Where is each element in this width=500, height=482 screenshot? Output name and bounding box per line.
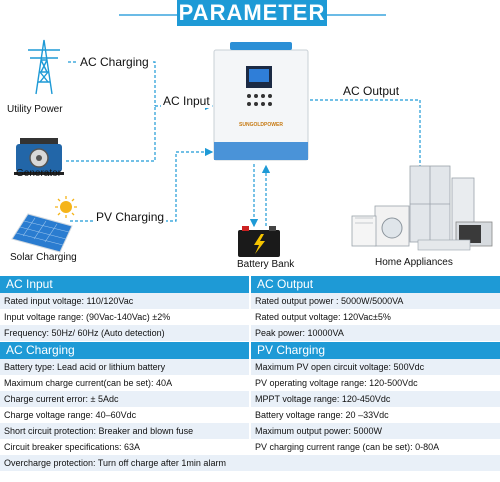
header-line-left xyxy=(119,14,177,16)
ac-output-header: AC Output xyxy=(251,276,500,293)
header: PARAMETER xyxy=(0,0,500,26)
generator-line xyxy=(66,106,156,162)
ac-input-row: Input voltage range: (90Vac-140Vac) ±2% xyxy=(0,309,249,325)
ac-charging-label: AC Charging xyxy=(78,55,151,69)
ac-charging-row: Overcharge protection: Turn off charge a… xyxy=(0,455,500,471)
generator-icon xyxy=(14,138,64,175)
ac-output-label: AC Output xyxy=(341,84,402,98)
ac-charging-header: AC Charging xyxy=(0,342,249,359)
pv-charging-row: Maximum PV open circuit voltage: 500Vdc xyxy=(251,359,500,375)
sun-icon xyxy=(55,196,77,218)
battery-bank-label: Battery Bank xyxy=(237,259,295,270)
page-title: PARAMETER xyxy=(177,0,327,26)
pv-charging-header: PV Charging xyxy=(251,342,500,359)
ac-input-header: AC Input xyxy=(0,276,249,293)
solar-panel-icon xyxy=(11,213,73,253)
connection-lines: SUNGOLDPOWER xyxy=(11,39,493,257)
pv-charging-row: Maximum output power: 5000W xyxy=(251,423,500,439)
ac-charging-row: Circuit breaker specifications: 63A xyxy=(0,439,249,455)
ac-output-row: Rated output power : 5000W/5000VA xyxy=(251,293,500,309)
system-diagram: SUNGOLDPOWER AC Charging AC Input AC Out… xyxy=(0,26,500,274)
spec-table: AC Input Rated input voltage: 110/120Vac… xyxy=(0,276,500,482)
battery-icon xyxy=(238,226,280,257)
ac-output-row: Peak power: 10000VA xyxy=(251,325,500,341)
pv-charging-row: PV operating voltage range: 120-500Vdc xyxy=(251,375,500,391)
utility-power-label: Utility Power xyxy=(7,104,63,115)
pv-charging-label: PV Charging xyxy=(94,210,167,224)
ac-charging-row: Short circuit protection: Breaker and bl… xyxy=(0,423,249,439)
home-appliances-icon xyxy=(351,165,493,251)
ac-charging-row: Battery type: Lead acid or lithium batte… xyxy=(0,359,249,375)
header-line-right xyxy=(327,14,386,16)
pv-charging-row: Battery voltage range: 20 –33Vdc xyxy=(251,407,500,423)
inverter-brand: SUNGOLDPOWER xyxy=(239,122,283,128)
ac-charging-row: Charge voltage range: 40–60Vdc xyxy=(0,407,249,423)
pv-charging-row: PV charging current range (can be set): … xyxy=(251,439,500,455)
ac-output-line xyxy=(310,99,425,176)
ac-output-row: Rated output voltage: 120Vac±5% xyxy=(251,309,500,325)
home-appliances-label: Home Appliances xyxy=(375,257,453,268)
ac-input-row: Frequency: 50Hz/ 60Hz (Auto detection) xyxy=(0,325,249,341)
ac-input-row: Rated input voltage: 110/120Vac xyxy=(0,293,249,309)
pv-charging-row: MPPT voltage range: 120-450Vdc xyxy=(251,391,500,407)
ac-charging-line xyxy=(68,61,156,106)
ac-charging-row: Maximum charge current(can be set): 40A xyxy=(0,375,249,391)
ac-input-label: AC Input xyxy=(161,94,212,108)
utility-tower-icon xyxy=(28,39,60,95)
ac-charging-row: Charge current error: ± 5Adc xyxy=(0,391,249,407)
inverter-icon xyxy=(213,42,309,161)
generator-label: Generator xyxy=(16,168,62,179)
solar-charging-label: Solar Charging xyxy=(10,252,77,263)
